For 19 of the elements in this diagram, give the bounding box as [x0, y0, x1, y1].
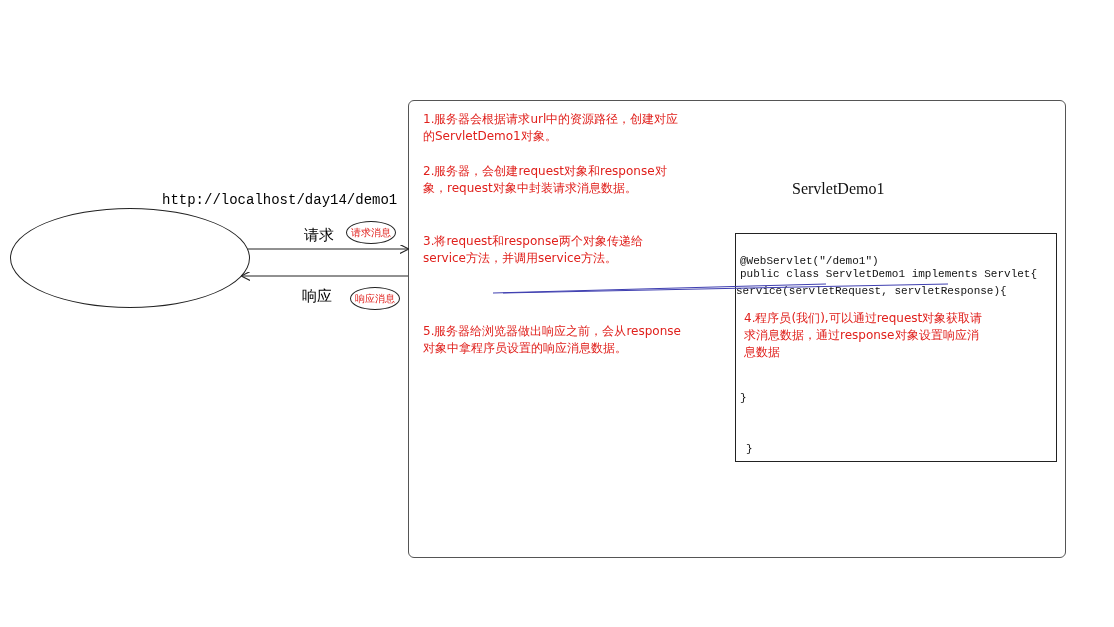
edge-label: 请求	[304, 226, 334, 245]
code-line: }	[746, 442, 753, 456]
arrow	[247, 243, 410, 255]
code-line: @WebServlet("/demo1")	[740, 254, 879, 268]
step-note: 5.服务器给浏览器做出响应之前，会从response对象中拿程序员设置的响应消息数据。	[423, 323, 682, 357]
step-note: 1.服务器会根据请求url中的资源路径，创建对应的ServletDemo1对象。	[423, 111, 680, 145]
code-line: public class ServletDemo1 implements Servlet{	[740, 267, 1038, 281]
class-title: ServletDemo1	[792, 182, 886, 196]
code-line: }	[740, 391, 747, 405]
server-box	[408, 100, 1066, 558]
connector-line	[492, 283, 827, 294]
edge-label: 响应	[302, 287, 332, 306]
code-line: service(servletRequest, servletResponse){	[736, 284, 1058, 300]
arrow	[240, 270, 409, 282]
connector-line	[502, 283, 949, 294]
step-note: 2.服务器，会创建request对象和response对象，request对象中封装请求消息数据。	[423, 163, 668, 197]
step-note: 4.程序员(我们),可以通过request对象获取请求消息数据，通过response对象设置响应消息数据	[744, 310, 984, 361]
step-note: 3.将request和response两个对象传递给service方法，并调用service方法。	[423, 233, 685, 293]
url-text: http://localhost/day14/demo1	[162, 192, 398, 208]
